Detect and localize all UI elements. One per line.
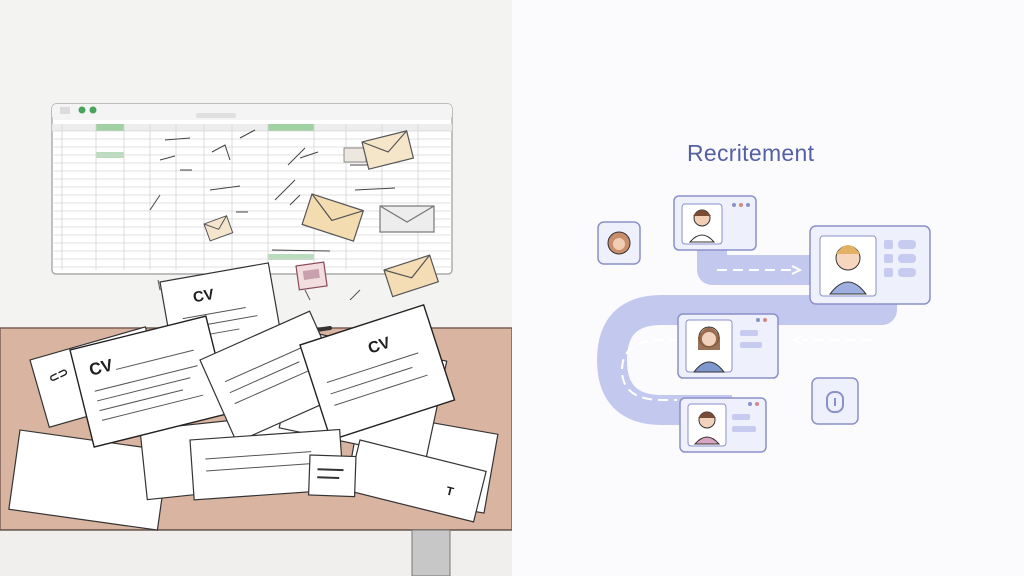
stamp-icon <box>295 261 328 291</box>
envelope-icon <box>383 254 440 298</box>
cv-paper-pile: ⊂⊃ CV CV <box>8 262 499 531</box>
candidate-card[interactable] <box>673 195 757 251</box>
padlock-icon[interactable] <box>811 377 859 425</box>
window-dot-icon <box>89 106 97 114</box>
envelope-icon <box>361 130 415 170</box>
spreadsheet-window <box>51 103 453 275</box>
avatar-card[interactable] <box>597 221 641 265</box>
cv-label-top: CV <box>192 286 215 306</box>
candidate-card-featured[interactable] <box>809 225 931 305</box>
cv-label-right: CV <box>366 334 393 357</box>
page-title: Recritement <box>687 140 815 166</box>
automated-recruitment-illustration: Recritement <box>512 0 1024 576</box>
manual-recruiting-illustration: ⊂⊃ CV CV <box>0 0 512 576</box>
envelope-icon <box>379 205 435 233</box>
desk-leg <box>411 529 451 576</box>
recruitment-flow-diagram <box>597 195 931 453</box>
envelope-icon <box>203 215 234 242</box>
candidate-card[interactable] <box>679 397 767 453</box>
window-dot-icon <box>78 106 86 114</box>
candidate-card[interactable] <box>677 313 779 379</box>
messy-desk-scene: ⊂⊃ CV CV <box>0 103 512 576</box>
svg-text:T: T <box>445 484 456 500</box>
envelope-icon <box>301 193 365 242</box>
flow-path <box>597 250 897 425</box>
